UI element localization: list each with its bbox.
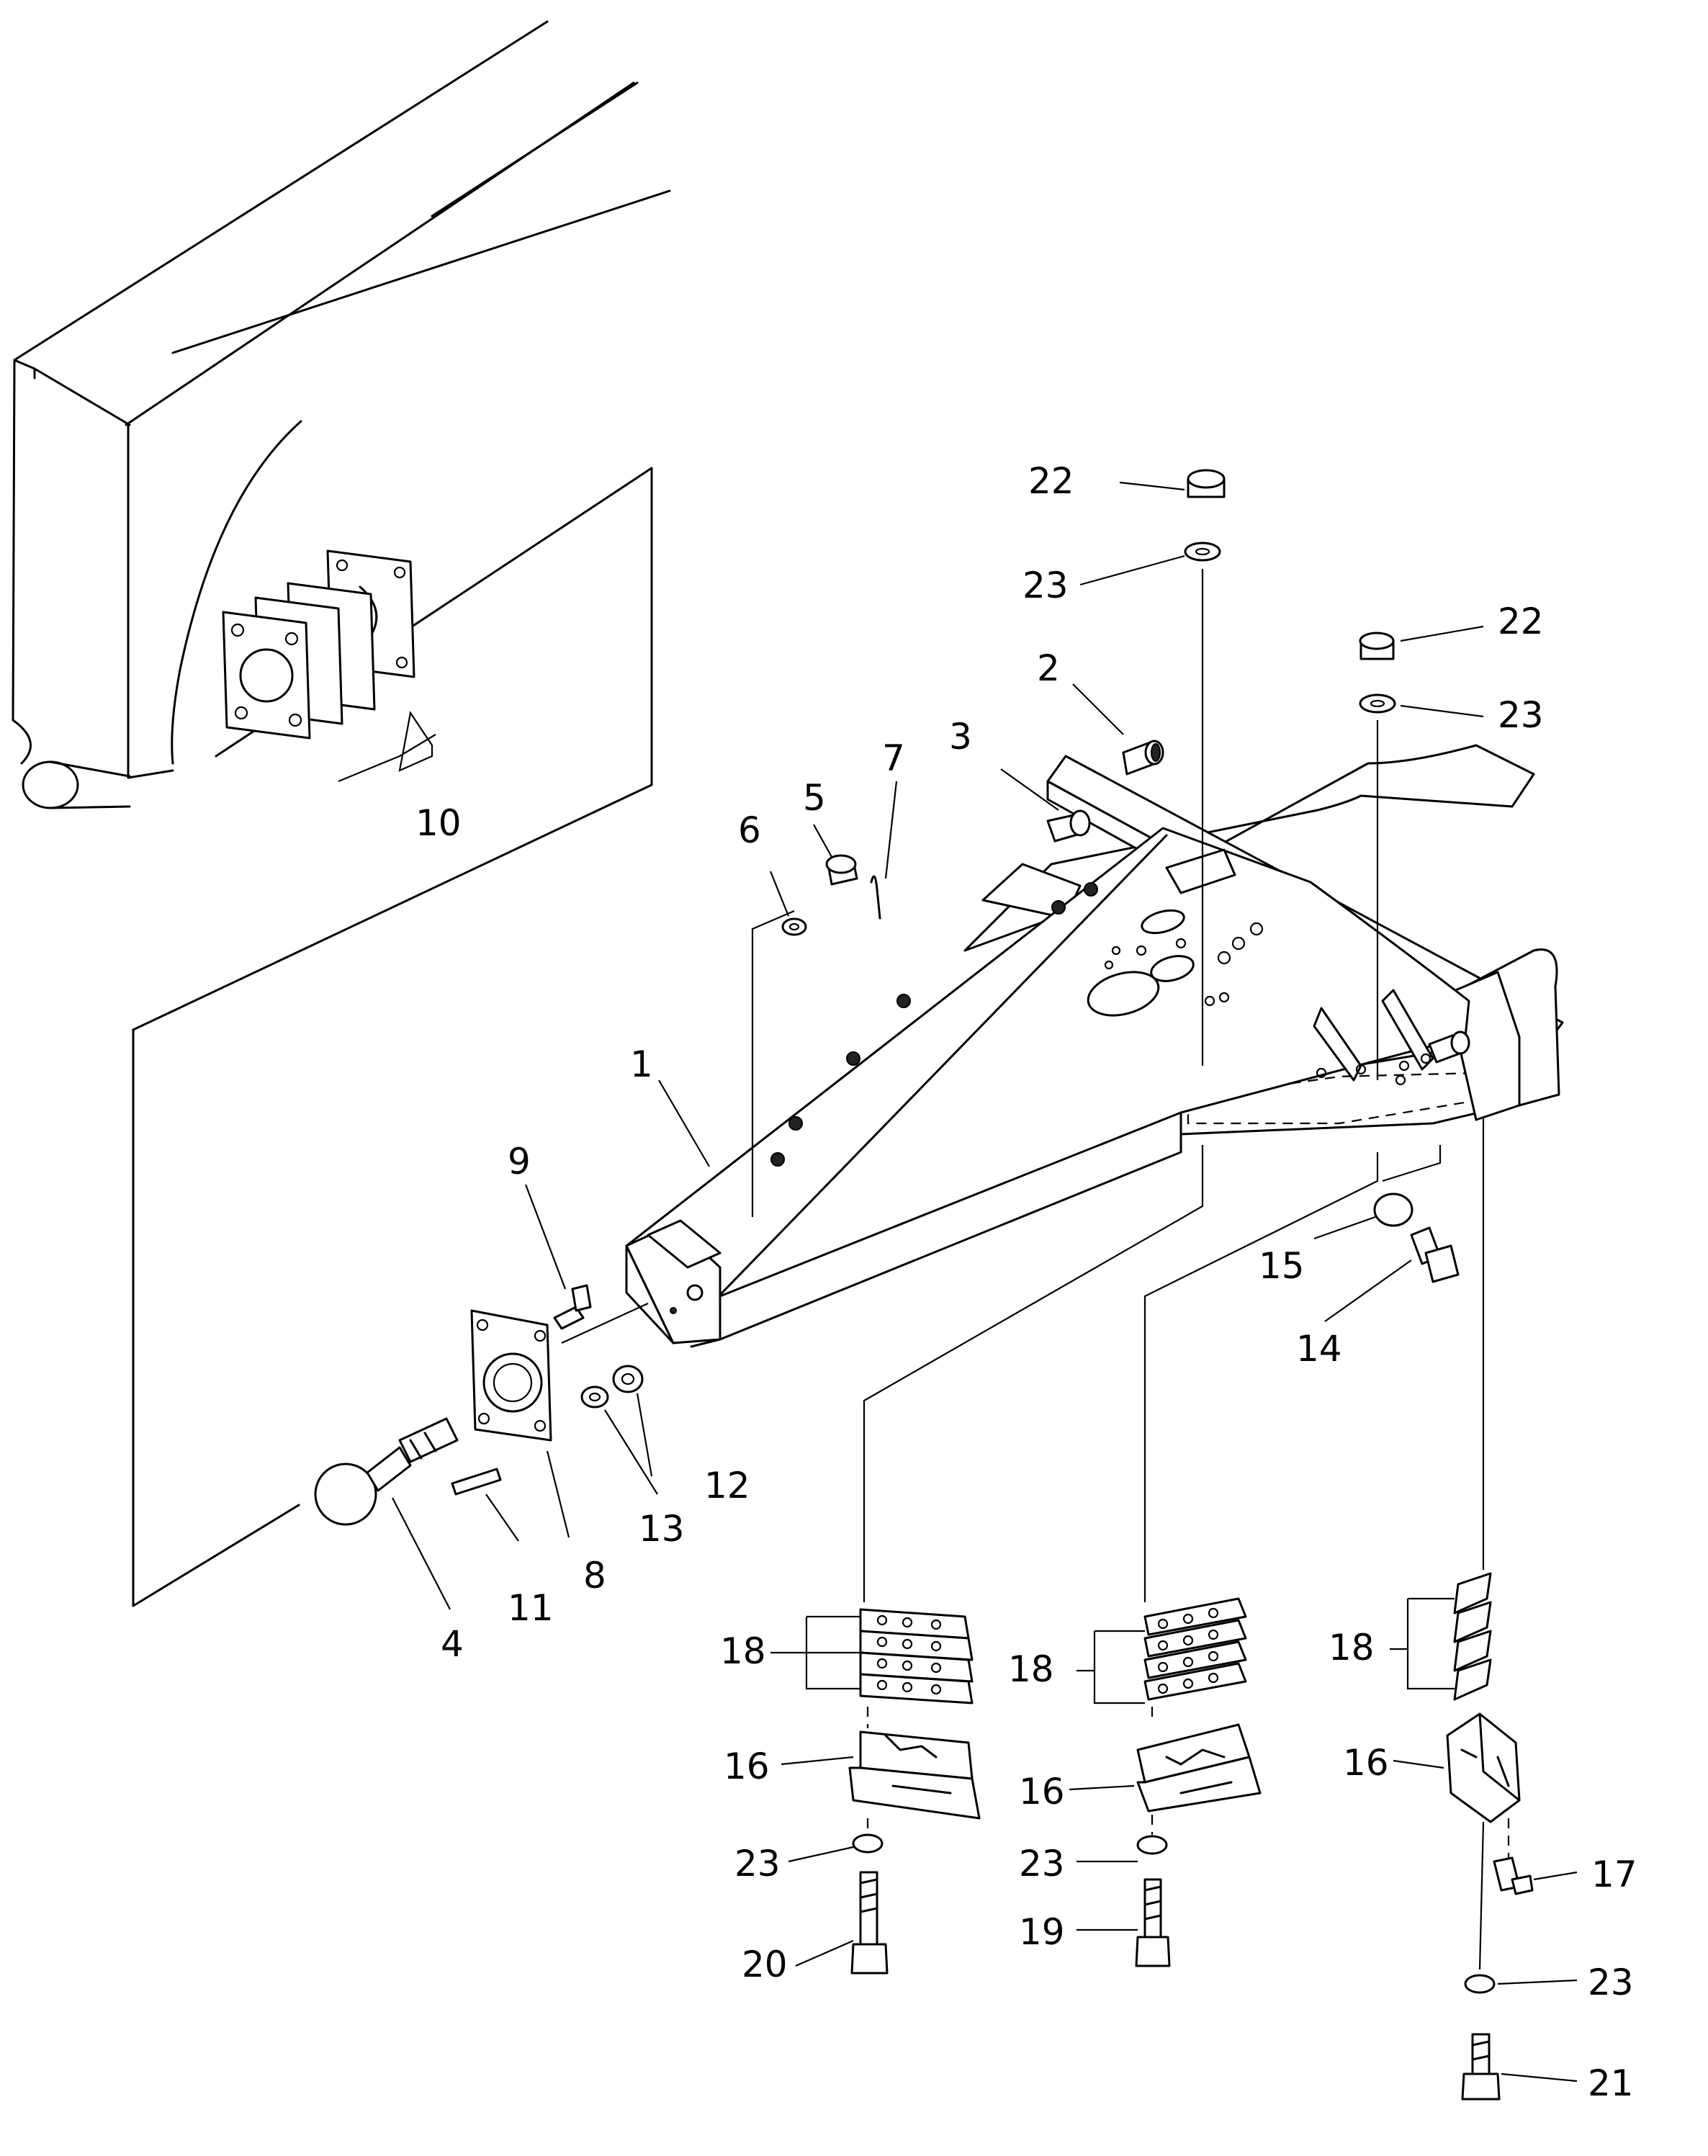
callout-labels: 22 23 22 23 2 3 7 5 6 1 9 10 12 13 8 11 … xyxy=(415,460,1637,2104)
stud-bolt xyxy=(451,1468,502,1496)
callout-22-right: 22 xyxy=(1498,601,1544,642)
leader-lines xyxy=(338,481,1578,2083)
nut-12 xyxy=(612,1365,644,1393)
wear-pad-16-left xyxy=(848,1730,981,1820)
washer-13 xyxy=(580,1385,609,1409)
callout-23-upper: 23 xyxy=(1022,565,1069,606)
callout-8: 8 xyxy=(583,1555,606,1596)
wear-plates-18-right xyxy=(1453,1572,1492,1701)
bolt-14 xyxy=(1410,1226,1460,1283)
grease-fitting-9 xyxy=(553,1284,592,1330)
callout-23-right: 23 xyxy=(1498,694,1544,736)
wear-pad-16-center xyxy=(1136,1723,1262,1813)
grease-fitting-17 xyxy=(1493,1856,1534,1895)
washer-13-hole xyxy=(588,1392,601,1402)
callout-20: 20 xyxy=(742,1944,788,1985)
king-pin xyxy=(1122,740,1164,776)
callout-22-upper: 22 xyxy=(1028,460,1074,502)
wear-plates-18-left xyxy=(859,1608,974,1704)
castle-nut xyxy=(825,854,858,886)
wear-plates-18-center xyxy=(1143,1597,1247,1701)
nut-15 xyxy=(1373,1192,1413,1227)
bolt-21 xyxy=(1461,2033,1501,2101)
callout-15: 15 xyxy=(1259,1245,1305,1287)
washer-23-right xyxy=(1359,693,1396,714)
pivot-pin xyxy=(1046,809,1091,843)
wear-pad-16-right xyxy=(1446,1712,1521,1823)
callout-18-left: 18 xyxy=(720,1630,766,1672)
washer-23-left xyxy=(852,1833,884,1854)
callout-11: 11 xyxy=(508,1587,554,1629)
callout-16-center: 16 xyxy=(1019,1771,1065,1813)
nut-22-upper xyxy=(1187,469,1226,498)
callout-18-right: 18 xyxy=(1329,1627,1375,1668)
callout-17: 17 xyxy=(1591,1854,1637,1895)
washer-6 xyxy=(781,917,807,936)
washer-23-right-hole xyxy=(1370,699,1385,708)
callout-23-right-lower: 23 xyxy=(1588,1962,1634,2003)
callout-18-center: 18 xyxy=(1008,1648,1054,1690)
callout-1: 1 xyxy=(630,1043,653,1085)
callout-3: 3 xyxy=(949,716,972,758)
cotter-pin xyxy=(870,875,881,920)
callout-2: 2 xyxy=(1037,647,1060,689)
washer-23-right-lower xyxy=(1464,1974,1496,1994)
washer-23-upper-hole xyxy=(1195,547,1210,556)
bolt-19 xyxy=(1135,1878,1171,1967)
callout-12: 12 xyxy=(704,1465,750,1506)
callout-16-right: 16 xyxy=(1343,1742,1389,1784)
callout-13: 13 xyxy=(639,1508,685,1550)
callout-7: 7 xyxy=(882,737,905,779)
machine-body xyxy=(12,20,671,809)
alignment-lines xyxy=(561,569,1510,1970)
rear-pin xyxy=(1428,1030,1470,1064)
callout-23-left: 23 xyxy=(734,1843,781,1885)
drawbar-frame xyxy=(625,744,1564,1348)
callout-4: 4 xyxy=(441,1623,464,1665)
callout-14: 14 xyxy=(1296,1328,1342,1370)
callout-23-center: 23 xyxy=(1019,1843,1065,1885)
shim-set xyxy=(222,549,415,740)
callout-21: 21 xyxy=(1588,2062,1634,2104)
washer-6-hole xyxy=(788,922,800,931)
callout-9: 9 xyxy=(508,1141,531,1182)
washer-23-upper xyxy=(1184,542,1221,562)
callout-10: 10 xyxy=(415,802,462,844)
ball-socket-plate xyxy=(470,1309,552,1442)
nut-22-right xyxy=(1359,632,1395,660)
bolt-20 xyxy=(850,1871,889,1975)
callout-6: 6 xyxy=(738,809,761,851)
callout-5: 5 xyxy=(803,777,826,819)
callout-19: 19 xyxy=(1019,1911,1065,1953)
washer-23-center xyxy=(1136,1835,1168,1855)
ball-stud xyxy=(314,1417,459,1526)
callout-16-left: 16 xyxy=(724,1746,770,1787)
